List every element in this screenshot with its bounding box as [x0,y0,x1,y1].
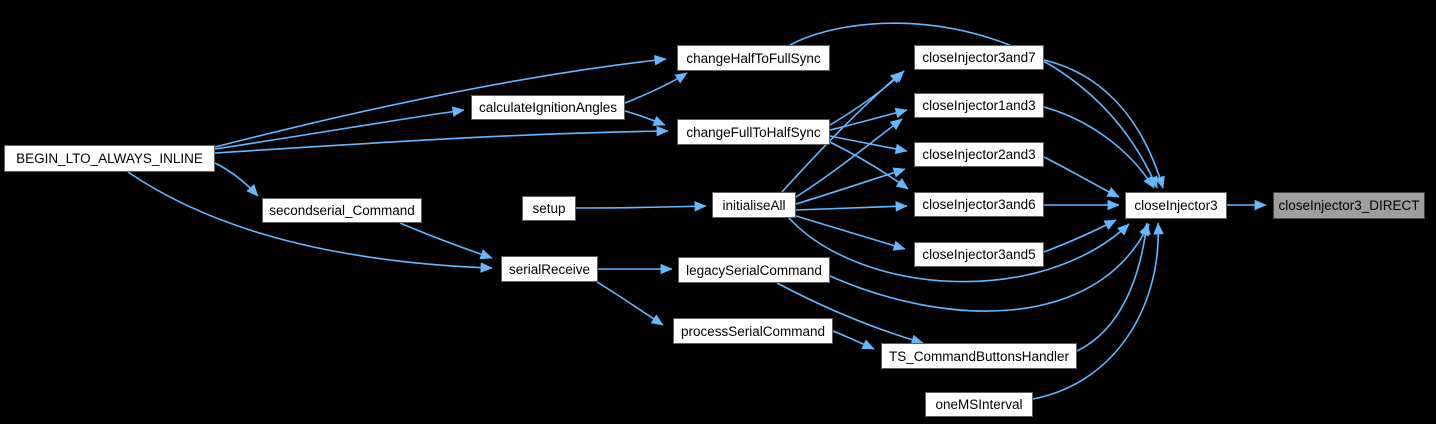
node-changeHalfToFullSync[interactable]: changeHalfToFullSync [677,45,830,71]
edge-initialiseAll-to-ci3and6 [795,201,908,212]
edge-changeHalfToFull-to-ci3 [789,22,1158,189]
edge-processSerial-to-ts_handler [832,330,875,350]
node-closeInjector3_DIRECT: closeInjector3_DIRECT [1273,192,1425,219]
edge-initialiseAll-to-ci3and5 [795,215,906,251]
edge-begin_lto-to-changeHalfToFull [214,54,667,148]
edge-calcIgnition-to-changeFullToHalf [624,110,666,126]
edge-legacySerial-to-ci3 [829,223,1150,312]
edge-ci1and3-to-ci3 [1043,106,1155,189]
edge-initialiseAll-to-ci3 [788,217,1130,283]
edge-setup-to-initialiseAll [575,201,707,212]
node-closeInjector2and3[interactable]: closeInjector2and3 [914,142,1044,167]
node-closeInjector3and5[interactable]: closeInjector3and5 [914,242,1044,267]
edge-ts_handler-to-ci3 [1076,222,1151,352]
node-closeInjector1and3[interactable]: closeInjector1and3 [914,93,1044,118]
edge-changeFullToHalf-to-ci1and3 [829,107,908,131]
node-closeInjector3and7[interactable]: closeInjector3and7 [914,45,1044,70]
node-processSerialCommand[interactable]: processSerialCommand [673,318,833,344]
node-oneMSInterval[interactable]: oneMSInterval [925,392,1033,417]
edge-begin_lto-to-changeFullToHalf [214,125,669,154]
node-closeInjector3[interactable]: closeInjector3 [1125,192,1227,219]
node-serialReceive[interactable]: serialReceive [501,256,598,282]
edge-ci2and3-to-ci3 [1043,156,1120,198]
node-TS_CommandButtonsHandler[interactable]: TS_CommandButtonsHandler [881,343,1077,369]
edge-ci3and7-to-ci3 [1043,59,1165,189]
edge-initialiseAll-to-ci1and3 [795,118,903,198]
edge-calcIgnition-to-changeHalfToFull [624,72,688,104]
edge-initialiseAll-to-ci3and7 [781,71,903,193]
edge-initialiseAll-to-ci2and3 [795,167,906,205]
node-BEGIN_LTO_ALWAYS_INLINE[interactable]: BEGIN_LTO_ALWAYS_INLINE [4,145,215,172]
edge-secondserial-to-serialReceive [399,222,493,260]
node-changeFullToHalfSync[interactable]: changeFullToHalfSync [677,119,830,145]
edge-legacySerial-to-ts_handler [776,282,924,345]
node-calculateIgnitionAngles[interactable]: calculateIgnitionAngles [471,95,625,120]
node-secondserial_Command[interactable]: secondserial_Command [262,198,422,223]
edge-begin_lto-to-calcIgnition [214,106,465,150]
edge-serialReceive-to-processSerial [596,281,664,326]
node-legacySerialCommand[interactable]: legacySerialCommand [678,257,830,283]
edge-changeFullToHalf-to-ci2and3 [829,135,908,155]
edge-begin_lto-to-serialReceive [127,171,493,273]
edge-changeFullToHalf-to-ci3and6 [829,141,909,190]
node-setup[interactable]: setup [522,196,576,221]
node-initialiseAll[interactable]: initialiseAll [712,192,796,218]
edge-ci3and5-to-ci3 [1043,219,1117,253]
node-closeInjector3and6[interactable]: closeInjector3and6 [914,192,1044,217]
edge-oneMS-to-ci3 [1032,222,1164,400]
edge-begin_lto-to-secondserial [214,162,259,197]
